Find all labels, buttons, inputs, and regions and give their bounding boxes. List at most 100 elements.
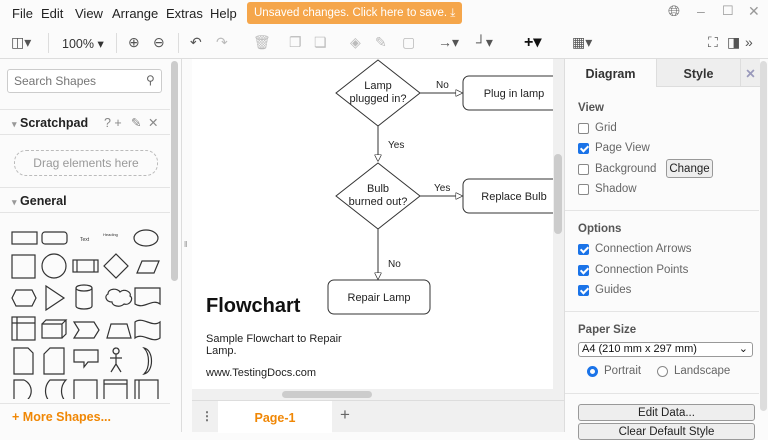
- search-shapes-input[interactable]: [7, 69, 162, 93]
- shape-palette[interactable]: Text Heading: [8, 224, 163, 399]
- format-panel-icon[interactable]: ◫▾: [11, 34, 32, 50]
- shape-container: [73, 379, 98, 399]
- zoom-out-icon[interactable]: ⊖: [153, 34, 165, 50]
- diagram-url: www.TestingDocs.com: [205, 367, 316, 379]
- portrait-radio[interactable]: Portrait: [587, 365, 641, 377]
- shadow-icon[interactable]: ▢: [402, 34, 416, 50]
- label: Connection Arrows: [595, 243, 692, 255]
- close-window-icon[interactable]: ✕: [748, 3, 760, 19]
- shape-hexagon: [11, 289, 37, 307]
- shape-stored-data: [44, 379, 68, 399]
- menu-file[interactable]: File: [12, 6, 33, 21]
- to-front-icon[interactable]: ❐: [289, 34, 302, 50]
- checkbox[interactable]: [578, 142, 589, 154]
- splitter-handle[interactable]: ‖: [184, 240, 188, 249]
- radio[interactable]: [657, 365, 668, 377]
- process-repair-lamp: [327, 279, 431, 315]
- globe-icon[interactable]: 🌐︎: [668, 3, 681, 20]
- zoom-in-icon[interactable]: ⊕: [128, 34, 140, 50]
- close-panel-icon[interactable]: ✕: [740, 59, 760, 87]
- shape-actor: [110, 347, 122, 373]
- general-header[interactable]: ▾ General: [0, 187, 170, 213]
- section-paper-size: Paper Size: [578, 324, 637, 336]
- shape-document: [134, 287, 161, 307]
- menu-view[interactable]: View: [75, 6, 103, 21]
- vertical-scrollbar[interactable]: [554, 154, 562, 234]
- label: Shadow: [595, 183, 637, 195]
- label: Plug in lamp: [484, 88, 545, 100]
- sidebar-scrollbar[interactable]: [171, 61, 178, 281]
- shape-callout: [73, 349, 99, 369]
- tab-diagram[interactable]: Diagram: [565, 59, 656, 87]
- collapse-arrow-icon: ▾: [12, 119, 17, 129]
- edit-data-button[interactable]: Edit Data...: [578, 404, 755, 421]
- shape-diamond: [103, 253, 129, 279]
- unsaved-changes-button[interactable]: Unsaved changes. Click here to save. ⤓: [247, 2, 463, 24]
- redo-icon[interactable]: ↷: [216, 34, 228, 50]
- table-icon[interactable]: ▦▾: [572, 34, 593, 50]
- page: Lamp plugged in? Plug in lamp Bulb burne…: [192, 59, 564, 389]
- maximize-icon[interactable]: ☐: [722, 3, 734, 18]
- scratchpad-header[interactable]: ▾ Scratchpad ? + ✎ ✕: [0, 109, 170, 135]
- tab-style[interactable]: Style: [656, 59, 740, 87]
- delete-icon[interactable]: 🗑︎: [253, 34, 271, 50]
- fill-color-icon[interactable]: ◈: [350, 34, 361, 50]
- menu-help[interactable]: Help: [210, 6, 237, 21]
- flowchart-diagram[interactable]: Lamp plugged in? Plug in lamp Bulb burne…: [192, 59, 564, 389]
- label: Landscape: [674, 365, 731, 377]
- checkbox[interactable]: [578, 163, 589, 175]
- fullscreen-icon[interactable]: ⛶: [708, 34, 718, 50]
- label: Page View: [595, 142, 650, 154]
- menu-edit[interactable]: Edit: [41, 6, 64, 21]
- undo-icon[interactable]: ↶: [190, 34, 202, 50]
- connection-points-checkbox[interactable]: Connection Points: [578, 264, 688, 276]
- shadow-checkbox[interactable]: Shadow: [578, 183, 637, 195]
- grid-checkbox[interactable]: Grid: [578, 122, 617, 134]
- decision-bulb-burned: [335, 162, 421, 230]
- scratchpad-dropzone[interactable]: Drag elements here: [14, 150, 158, 176]
- edit-icon[interactable]: ✎: [131, 116, 142, 130]
- zoom-dropdown[interactable]: 100% ▾: [62, 37, 104, 51]
- menu-arrange[interactable]: Arrange: [112, 6, 159, 21]
- format-panel: Diagram Style ✕ View Grid Page View Back…: [564, 59, 768, 440]
- shape-rounded-rectangle: [41, 231, 68, 245]
- horizontal-scrollbar[interactable]: [282, 391, 372, 398]
- insert-icon[interactable]: +▾: [524, 34, 542, 51]
- label: Guides: [595, 284, 632, 296]
- background-checkbox[interactable]: Background: [578, 163, 656, 175]
- checkbox[interactable]: [578, 183, 589, 195]
- checkbox[interactable]: [578, 243, 589, 255]
- panel-scrollbar[interactable]: [760, 61, 767, 411]
- scratchpad-help-add[interactable]: ? +: [104, 116, 122, 130]
- connection-icon[interactable]: →▾: [438, 34, 460, 50]
- checkbox[interactable]: [578, 284, 589, 296]
- guides-checkbox[interactable]: Guides: [578, 284, 631, 296]
- checkbox[interactable]: [578, 122, 589, 134]
- waypoints-icon[interactable]: ┘▾: [476, 34, 493, 50]
- menu-extras[interactable]: Extras: [166, 6, 203, 21]
- more-shapes-button[interactable]: + More Shapes...: [12, 410, 112, 424]
- connection-arrows-checkbox[interactable]: Connection Arrows: [578, 243, 692, 255]
- search-icon[interactable]: ⚲: [146, 73, 155, 87]
- shapes-sidebar: ⚲ ▾ Scratchpad ? + ✎ ✕ Drag elements her…: [0, 59, 182, 432]
- tab-page-1[interactable]: Page-1: [218, 401, 332, 433]
- close-icon[interactable]: ✕: [148, 116, 159, 130]
- line-color-icon[interactable]: ✎: [375, 34, 387, 50]
- change-background-button[interactable]: Change: [666, 159, 713, 178]
- add-page-icon[interactable]: +: [340, 405, 350, 424]
- format-toggle-icon[interactable]: ◨: [727, 34, 741, 50]
- page-tabs-bar: ⋮ Page-1 +: [192, 400, 564, 433]
- collapse-icon[interactable]: »: [745, 34, 753, 50]
- minimize-icon[interactable]: –: [697, 3, 705, 19]
- shape-tape: [134, 319, 161, 341]
- page-view-checkbox[interactable]: Page View: [578, 142, 650, 154]
- chevron-down-icon: ⌄: [738, 343, 748, 355]
- checkbox[interactable]: [578, 264, 589, 276]
- page-menu-icon[interactable]: ⋮: [201, 409, 213, 423]
- label: Connection Points: [595, 264, 689, 276]
- canvas-area[interactable]: Lamp plugged in? Plug in lamp Bulb burne…: [192, 59, 564, 400]
- to-back-icon[interactable]: ❏: [314, 34, 327, 50]
- paper-size-select[interactable]: A4 (210 mm x 297 mm)⌄: [578, 342, 753, 357]
- landscape-radio[interactable]: Landscape: [657, 365, 730, 377]
- radio-selected[interactable]: [587, 365, 598, 377]
